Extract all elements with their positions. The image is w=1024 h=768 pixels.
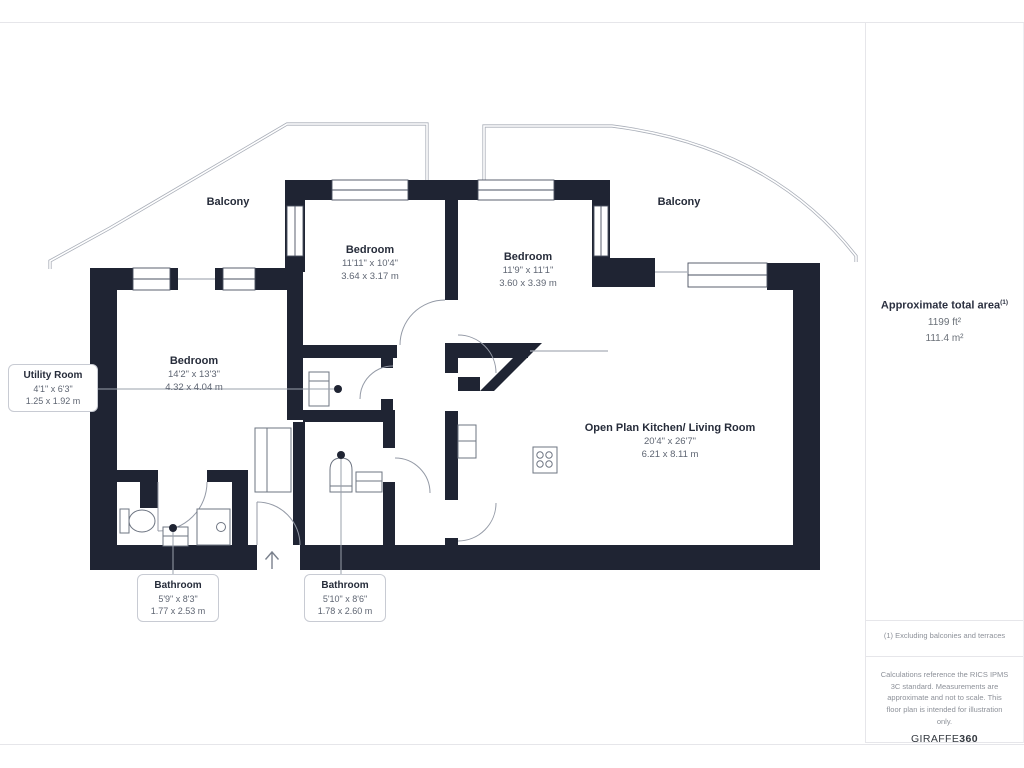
room-dims-metric: 1.77 x 2.53 m bbox=[150, 605, 206, 616]
total-area-sqft: 1199 ft² bbox=[927, 316, 962, 328]
total-area-sqm: 111.4 m² bbox=[925, 332, 964, 344]
room-label-open-plan: Open Plan Kitchen/ Living Room 20'4" x 2… bbox=[585, 421, 756, 461]
toilet-icon bbox=[119, 508, 156, 534]
logo-suffix: 360 bbox=[959, 733, 979, 745]
room-dims-imperial: 11'11" x 10'4" bbox=[342, 257, 398, 269]
room-dims-imperial: 4'1" x 6'3" bbox=[33, 383, 73, 394]
room-dims-imperial: 20'4" x 26'7" bbox=[643, 435, 697, 447]
room-name: Bedroom bbox=[503, 251, 553, 263]
footnote-reference: (1) bbox=[1000, 299, 1009, 306]
page-border-top bbox=[0, 22, 1024, 23]
balcony-railing-left bbox=[48, 122, 429, 269]
room-name: Open Plan Kitchen/ Living Room bbox=[584, 422, 756, 434]
entrance-arrow-icon bbox=[264, 550, 280, 569]
room-label-bedroom-left: Bedroom 14'2" x 13'3" 4.32 x 4.04 m bbox=[165, 354, 223, 394]
stove-icon bbox=[532, 446, 558, 474]
room-label-bedroom-top-right: Bedroom 11'9" x 11'1" 3.60 x 3.39 m bbox=[499, 250, 557, 290]
sidebar-divider bbox=[866, 620, 1023, 621]
room-dims-metric: 1.25 x 1.92 m bbox=[25, 395, 81, 406]
balcony-label-left: Balcony bbox=[206, 196, 250, 208]
room-dims-metric: 1.78 x 2.60 m bbox=[317, 605, 373, 616]
total-area-title: Approximate total area(1) bbox=[866, 299, 1023, 312]
opening-lines bbox=[178, 271, 688, 352]
room-dims-metric: 3.60 x 3.39 m bbox=[499, 277, 557, 289]
room-dims-imperial: 5'10" x 8'6" bbox=[322, 593, 368, 604]
wardrobe-icon bbox=[254, 427, 292, 493]
room-name: Utility Room bbox=[23, 370, 83, 381]
footnote-text: (1) Excluding balconies and terraces bbox=[883, 631, 1006, 640]
fixtures bbox=[119, 371, 558, 547]
room-dims-imperial: 5'9" x 8'3" bbox=[158, 593, 198, 604]
room-name: Bedroom bbox=[169, 355, 219, 367]
sink-icon bbox=[355, 471, 383, 493]
giraffe360-logo: GIRAFFE360 bbox=[866, 733, 1023, 745]
windows bbox=[132, 179, 768, 291]
room-label-utility: Utility Room 4'1" x 6'3" 1.25 x 1.92 m bbox=[8, 364, 98, 412]
total-area-title-text: Approximate total area bbox=[880, 299, 1001, 312]
shower-icon bbox=[196, 508, 231, 546]
info-sidebar: Approximate total area(1) 1199 ft² 111.4… bbox=[865, 23, 1024, 745]
walls bbox=[90, 180, 820, 570]
room-dims-imperial: 14'2" x 13'3" bbox=[167, 368, 221, 380]
room-name: Bathroom bbox=[321, 580, 369, 591]
total-area-block: Approximate total area(1) 1199 ft² 111.4… bbox=[866, 299, 1023, 344]
logo-text: GIRAFFE bbox=[910, 733, 960, 745]
room-label-bedroom-top-left: Bedroom 11'11" x 10'4" 3.64 x 3.17 m bbox=[341, 243, 399, 283]
disclaimer-text: Calculations reference the RICS IPMS 3C … bbox=[880, 670, 1009, 726]
label-leaders bbox=[90, 385, 345, 574]
room-dims-imperial: 11'9" x 11'1" bbox=[502, 264, 554, 276]
room-dims-metric: 3.64 x 3.17 m bbox=[341, 270, 399, 282]
room-name: Bedroom bbox=[345, 244, 395, 256]
room-dims-metric: 6.21 x 8.11 m bbox=[641, 448, 699, 460]
balcony-railing-right bbox=[482, 124, 858, 262]
page-border-bottom bbox=[0, 744, 1024, 745]
sidebar-divider bbox=[866, 656, 1023, 657]
kitchen-counter-icon bbox=[457, 424, 477, 459]
room-label-bathroom-left: Bathroom 5'9" x 8'3" 1.77 x 2.53 m bbox=[137, 574, 219, 622]
room-label-bathroom-right: Bathroom 5'10" x 8'6" 1.78 x 2.60 m bbox=[304, 574, 386, 622]
balcony-label-right: Balcony bbox=[657, 196, 701, 208]
room-dims-metric: 4.32 x 4.04 m bbox=[165, 381, 223, 393]
room-name: Bathroom bbox=[154, 580, 202, 591]
